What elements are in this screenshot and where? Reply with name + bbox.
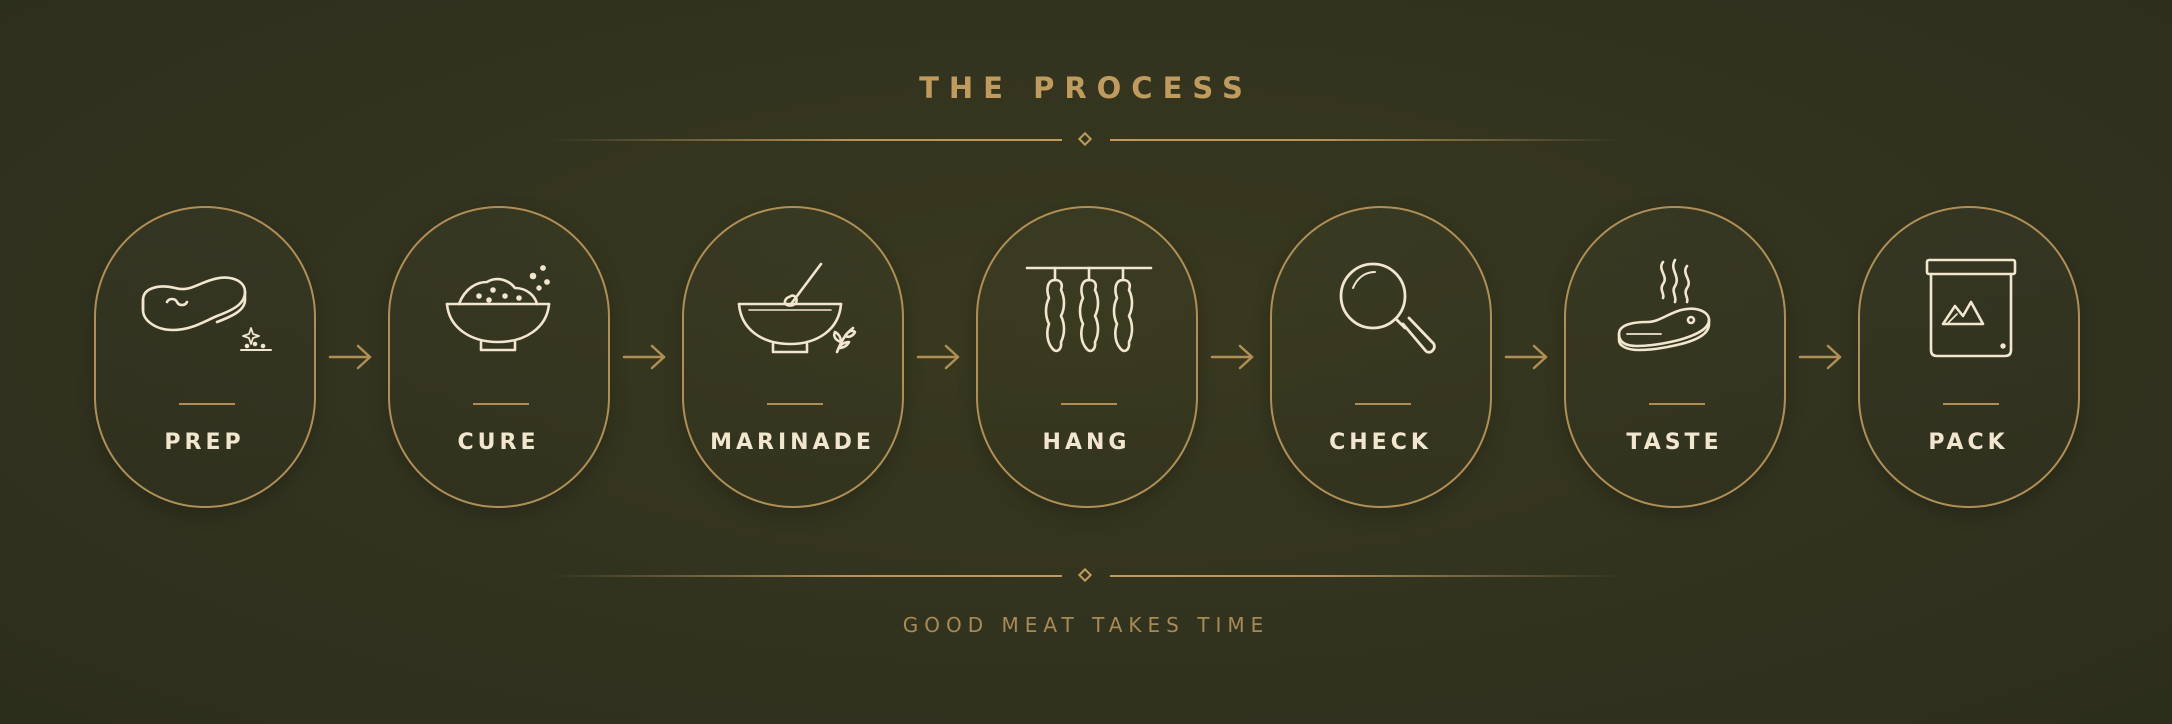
arrow-right-icon [914,342,964,372]
step-label: MARINADE [710,430,875,455]
step-prep: PREP [94,206,316,508]
page-title: THE PROCESS [919,71,1253,105]
magnifier-icon [1313,258,1453,368]
salt-bowl-icon [431,258,571,368]
step-divider [1061,403,1117,405]
divider-line [1110,139,1622,141]
step-check: CHECK [1270,206,1492,508]
arrow-right-icon [1208,342,1258,372]
divider-line [550,575,1062,577]
arrow-right-icon [1796,342,1846,372]
step-cure: CURE [388,206,610,508]
step-label: CURE [457,430,540,455]
divider-line [1110,575,1622,577]
step-divider [473,403,529,405]
step-divider [1943,403,1999,405]
diamond-ornament-icon [1077,131,1093,147]
top-divider [550,130,1622,150]
mixing-bowl-icon [725,258,865,368]
step-label: CHECK [1329,430,1432,455]
step-divider [179,403,235,405]
step-divider [1649,403,1705,405]
step-label: HANG [1042,430,1131,455]
arrow-right-icon [326,342,376,372]
arrow-right-icon [1502,342,1552,372]
arrow-right-icon [620,342,670,372]
diamond-ornament-icon [1077,567,1093,583]
step-taste: TASTE [1564,206,1786,508]
divider-line [550,139,1062,141]
step-label: PREP [164,430,245,455]
step-marinade: MARINADE [682,206,904,508]
steak-icon [137,258,277,368]
step-hang: HANG [976,206,1198,508]
package-jar-icon [1901,258,2041,368]
bottom-divider [550,566,1622,586]
step-label: PACK [1928,430,2009,455]
step-label: TASTE [1626,430,1723,455]
hanging-sausages-icon [1019,258,1159,368]
step-divider [767,403,823,405]
steaming-steak-icon [1607,258,1747,368]
step-pack: PACK [1858,206,2080,508]
step-divider [1355,403,1411,405]
tagline: GOOD MEAT TAKES TIME [902,613,1270,637]
